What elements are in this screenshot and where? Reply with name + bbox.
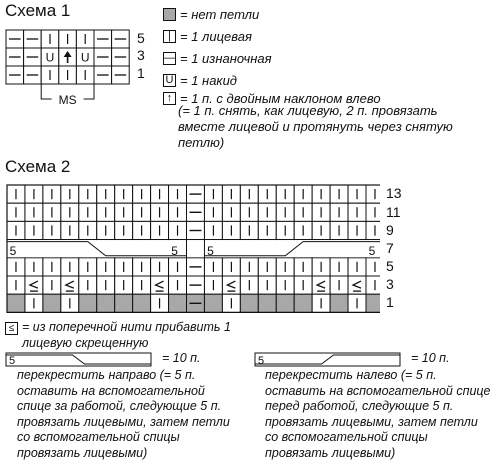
scheme2-row-3: 3 <box>386 276 394 292</box>
no-stitch-cell <box>329 293 349 313</box>
yarn-over-mark: U <box>46 51 55 65</box>
cable-label: 5 <box>258 355 264 367</box>
legend-decrease-note: (= 1 п. снять, как лицевую, 2 п. провяза… <box>178 103 453 150</box>
legend-no-stitch: = нет петли <box>163 5 259 23</box>
increase-mark <box>153 280 164 289</box>
scheme2-title: Схема 2 <box>5 157 71 176</box>
no-stitch-cell <box>96 293 116 313</box>
scheme1-row-3: 3 <box>137 47 145 63</box>
yarn-over-mark: U <box>81 51 90 65</box>
cable-right-note: перекрестить направо (= 5 п. оставить на… <box>17 368 230 460</box>
scheme2-cell <box>365 202 380 222</box>
scheme1-chart: U U MS <box>5 29 130 107</box>
double-decrease-icon: ↑ <box>163 91 176 105</box>
no-stitch-cell <box>365 293 380 313</box>
no-stitch-cell <box>257 293 277 313</box>
cable-line <box>6 354 151 365</box>
no-stitch-cell <box>132 293 152 313</box>
legend-no-stitch-text: = нет петли <box>180 6 260 22</box>
cable-line <box>255 354 400 365</box>
increase-mark <box>351 280 362 289</box>
cable-left-line <box>204 241 380 257</box>
scheme1-title: Схема 1 <box>5 1 71 20</box>
scheme2-border <box>6 184 380 314</box>
legend-purl: — = 1 изнаночная <box>163 49 272 67</box>
cable-right-line <box>7 241 187 257</box>
no-stitch-cell <box>78 293 98 313</box>
no-stitch-cell <box>168 293 188 313</box>
no-stitch-cell <box>275 293 295 313</box>
repeat-label: MS <box>59 93 77 107</box>
cable-left-count: = 10 п. <box>411 351 450 365</box>
scheme2-cell <box>365 184 380 204</box>
no-stitch-cell <box>42 293 62 313</box>
no-stitch-icon <box>163 7 176 21</box>
cable-label: 5 <box>10 244 17 258</box>
no-stitch-cell <box>293 293 313 313</box>
yarn-over-icon: U <box>163 73 176 87</box>
legend-yarn-over-text: = 1 накид <box>180 72 237 88</box>
scheme2-row-7: 7 <box>386 240 394 256</box>
cable-label: 5 <box>171 244 178 258</box>
increase-note: = из поперечной нити прибавить 1 лицевую… <box>22 320 231 350</box>
increase-mark <box>28 280 39 289</box>
legend-knit-text: = 1 лицевая <box>180 28 252 44</box>
legend-purl-text: = 1 изнаночная <box>180 50 272 66</box>
knit-icon: | <box>163 29 176 43</box>
no-stitch-cell <box>114 293 134 313</box>
scheme2-row-11: 11 <box>386 204 401 220</box>
scheme2-row-9: 9 <box>386 222 394 238</box>
scheme2-cell <box>365 257 380 277</box>
increase-mark <box>225 280 236 289</box>
decrease-mark-head <box>63 51 72 57</box>
no-stitch-cell <box>203 293 223 313</box>
legend-double-decrease-text: = 1 п. с двойным наклоном влево <box>180 90 381 106</box>
increase-mark <box>315 280 326 289</box>
cable-left-symbol: 5 <box>254 352 401 367</box>
repeat-label-bg <box>51 92 84 106</box>
legend-double-decrease: ↑ = 1 п. с двойным наклоном влево <box>163 89 381 107</box>
scheme2-cell <box>365 275 380 295</box>
legend-knit: | = 1 лицевая <box>163 27 252 45</box>
scheme1-row-1: 1 <box>137 65 145 81</box>
no-stitch-cell <box>239 293 259 313</box>
scheme1-row-5: 5 <box>137 30 145 46</box>
scheme2-row-13: 13 <box>386 185 402 201</box>
scheme2-cell <box>365 220 380 241</box>
scheme2-row-1: 1 <box>386 294 394 310</box>
increase-mark <box>64 280 75 289</box>
no-stitch-cell <box>6 293 26 313</box>
cable-right-symbol: 5 <box>5 352 152 367</box>
legend-yarn-over: U = 1 накид <box>163 71 237 89</box>
cable-label: 5 <box>9 355 15 367</box>
cable-right-count: = 10 п. <box>162 351 201 365</box>
cable-label: 5 <box>369 244 376 258</box>
cable-left-note: перекрестить налево (= 5 п. оставить на … <box>265 368 491 460</box>
scheme2-chart: 5 5 5 5 <box>6 184 380 314</box>
scheme2-row-5: 5 <box>386 258 394 274</box>
cable-row-band <box>7 240 380 258</box>
cable-label: 5 <box>207 244 214 258</box>
increase-icon: ≤ <box>5 322 18 335</box>
purl-icon: — <box>163 51 176 65</box>
